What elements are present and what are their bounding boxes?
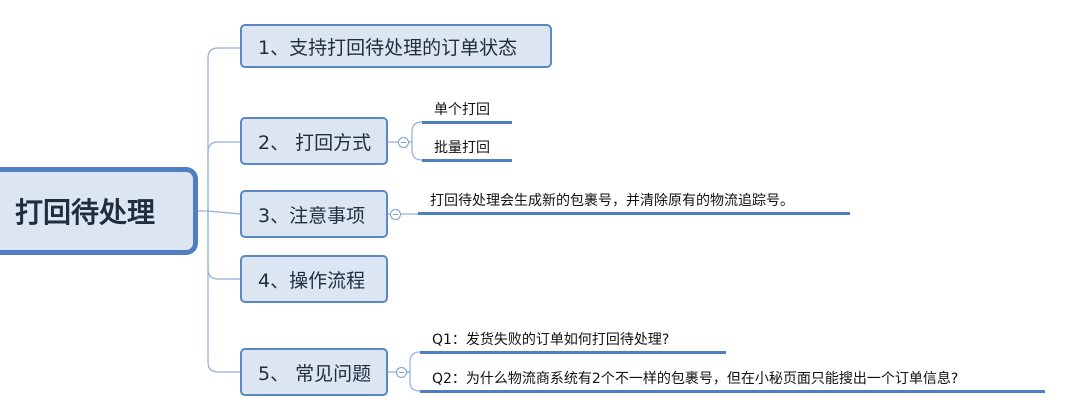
leaf-topic[interactable]: 批量打回 xyxy=(434,140,490,156)
collapse-toggle-icon[interactable] xyxy=(390,209,401,220)
branch-node-1[interactable]: 1、支持打回待处理的订单状态 xyxy=(240,24,552,68)
connector-branch-3 xyxy=(207,210,241,215)
leaf-topic[interactable]: 单个打回 xyxy=(434,102,490,118)
branch-label: 1、支持打回待处理的订单状态 xyxy=(258,36,518,59)
root-label: 打回待处理 xyxy=(15,196,156,229)
branch-label: 4、操作流程 xyxy=(258,269,366,292)
connector-branch-1 xyxy=(207,47,240,211)
branch-label: 5、 常见问题 xyxy=(258,362,372,385)
leaf-topic[interactable]: Q2：为什么物流商系统有2个不一样的包裹号，但在小秘页面只能搜出一个订单信息? xyxy=(432,371,959,387)
collapse-toggle-icon[interactable] xyxy=(398,137,409,148)
connector-leaf-5-1 xyxy=(407,351,421,373)
connector-branch-5 xyxy=(207,211,240,373)
connector-leaf-2-2 xyxy=(409,141,423,161)
collapse-toggle-icon[interactable] xyxy=(396,367,407,378)
branch-label: 2、 打回方式 xyxy=(258,131,372,154)
root-node[interactable]: 打回待处理 xyxy=(0,167,198,255)
leaf-topic[interactable]: 打回待处理会生成新的包裹号，并清除原有的物流追踪号。 xyxy=(430,193,794,209)
connector-leaf-2-1 xyxy=(409,121,423,143)
leaf-underline xyxy=(420,351,726,354)
connector-branch-2 xyxy=(207,141,240,211)
branch-label: 3、注意事项 xyxy=(258,204,366,227)
connector-leaf-5-2 xyxy=(407,371,421,392)
leaf-underline xyxy=(422,121,512,124)
leaf-underline xyxy=(422,159,512,162)
branch-node-5[interactable]: 5、 常见问题 xyxy=(240,348,388,396)
connector-branch-4 xyxy=(207,211,240,280)
branch-node-4[interactable]: 4、操作流程 xyxy=(240,255,388,303)
leaf-underline xyxy=(418,212,850,215)
leaf-topic[interactable]: Q1：发货失败的订单如何打回待处理? xyxy=(432,332,670,348)
branch-node-2[interactable]: 2、 打回方式 xyxy=(240,117,388,165)
branch-node-3[interactable]: 3、注意事项 xyxy=(240,190,388,238)
leaf-underline xyxy=(420,390,1045,393)
